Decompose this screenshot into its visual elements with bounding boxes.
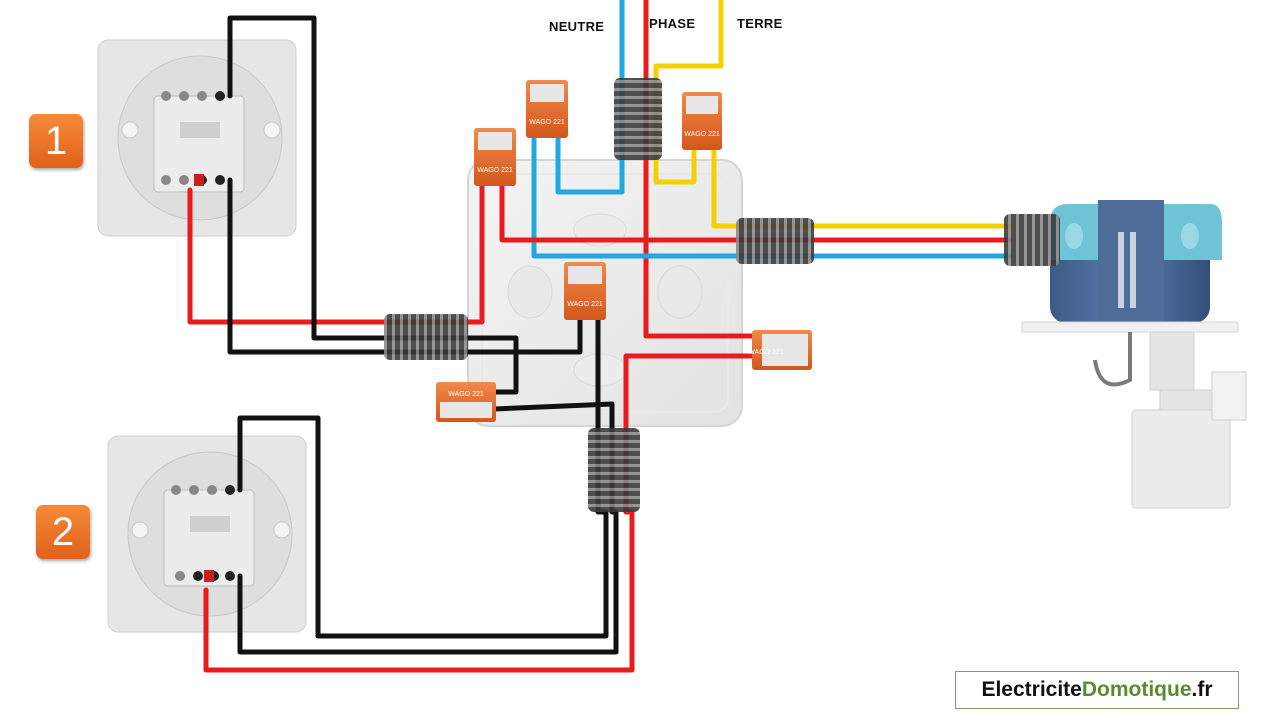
wago-label: WAGO 221 [477,167,513,174]
wago-label: WAGO 221 [448,391,484,398]
light-fixture [1021,200,1247,509]
wago-label: WAGO 221 [567,301,603,308]
wago-connector-earth: WAGO 221 [682,92,722,150]
conduits [384,78,1060,512]
wago-connector-phase: WAGO 221 [748,330,812,370]
wago-label: WAGO 221 [684,131,720,138]
wago-connector-neutral: WAGO 221 [526,80,568,138]
brand-part-1: Electricite [981,678,1082,701]
switch-1 [97,39,297,237]
brand-part-2: Domotique [1081,678,1192,701]
brand-part-3: .fr [1191,678,1213,701]
wago-connector-traveller-2: WAGO 221 [436,382,496,422]
conduit-lamp [736,218,814,264]
switch-2 [107,435,307,633]
conduit-lamp-entry [1004,214,1060,266]
wago-label: WAGO 221 [748,349,784,356]
wago-label: WAGO 221 [529,119,565,126]
wire-set [187,0,1013,673]
conduit-switch2 [588,428,640,512]
label-neutre: NEUTRE [549,19,605,34]
badge-switch-2: 2 [36,505,90,559]
label-phase: PHASE [649,16,696,31]
switch1-red-wire [187,177,485,325]
conduit-supply [614,78,662,160]
neutral-lamp-wire [531,127,1013,259]
lamp-return-wire [499,177,1013,243]
wago-connector-traveller-1: WAGO 221 [564,262,606,320]
wago-connector-lamp-return: WAGO 221 [474,128,516,186]
conduit-switch1 [384,314,468,360]
earth-lamp-wire [711,145,1013,229]
badge-switch-1: 1 [29,114,83,168]
label-terre: TERRE [737,16,783,31]
switch1-traveller-1 [227,15,519,395]
